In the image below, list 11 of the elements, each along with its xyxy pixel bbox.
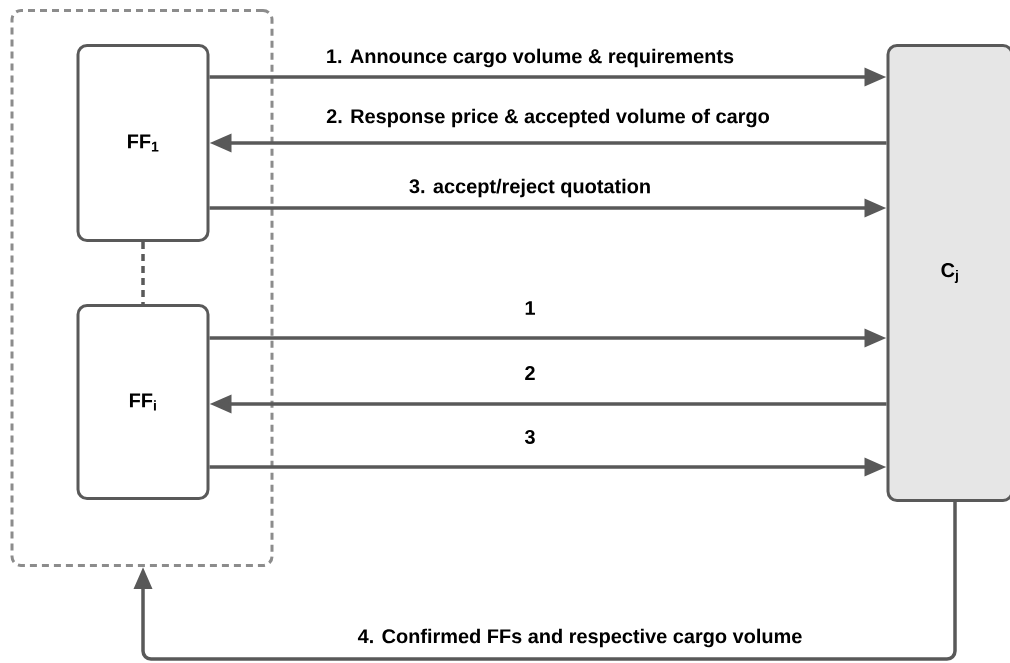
edge-label: 1 [523,300,537,316]
process-box: FF$_{i}$ [76,304,210,500]
arrow [133,502,957,661]
edge-label: 2. Response price & accepted volume of cargo [325,107,771,129]
edge-label: 1. Announce cargo volume & requirements [324,47,736,69]
edge-label: 3 [523,428,537,446]
process-box: C$_{j}$ [886,44,1010,502]
edge-label: 2 [523,365,537,381]
edge-label: 4. Confirmed FFs and respective cargo volume [356,627,804,649]
edge-label: 3. accept/reject quotation [407,177,653,199]
process-box: FF$_{1}$ [76,44,210,242]
